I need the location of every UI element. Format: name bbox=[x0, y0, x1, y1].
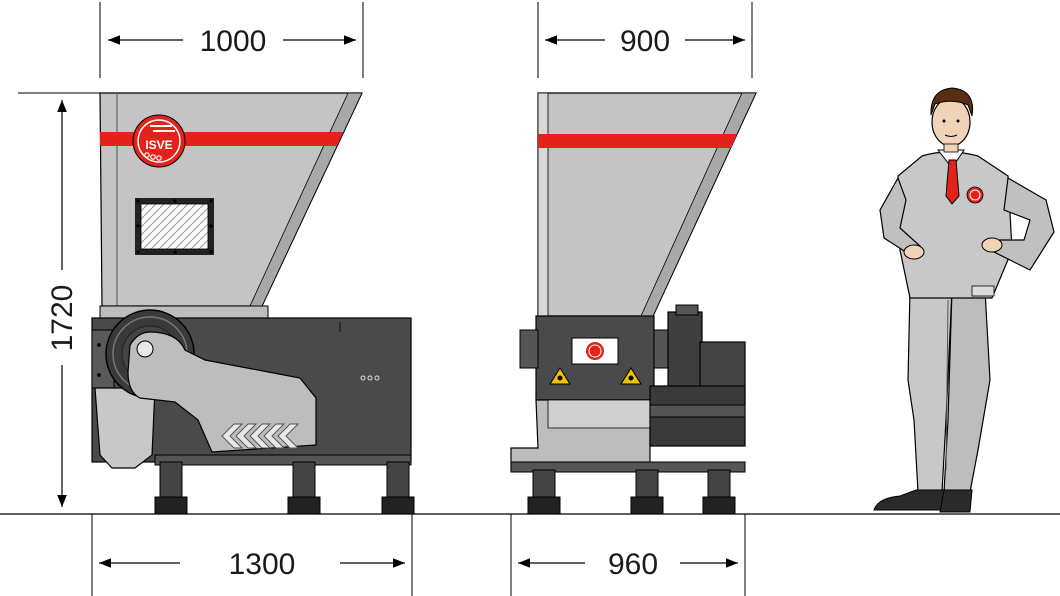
dimension-height: 1720 bbox=[18, 92, 102, 515]
front-view-machine: ISVE bbox=[91, 92, 415, 515]
worker-scale-figure bbox=[873, 87, 1055, 513]
side-red-stripe bbox=[538, 134, 737, 148]
dimension-label-1720: 1720 bbox=[46, 285, 79, 352]
dimension-base-front: 1300 bbox=[91, 514, 413, 596]
dimension-label-1000: 1000 bbox=[200, 25, 267, 58]
dimension-label-1300: 1300 bbox=[229, 548, 296, 581]
dimension-top-side: 900 bbox=[537, 2, 753, 78]
dimension-label-900: 900 bbox=[620, 25, 670, 58]
gear-guard bbox=[127, 331, 317, 453]
dimension-top-front: 1000 bbox=[99, 2, 364, 78]
svg-text:ISVE: ISVE bbox=[145, 138, 172, 152]
side-view-machine bbox=[510, 92, 757, 515]
isve-logo-front: ISVE bbox=[132, 114, 186, 168]
front-discharge-chute bbox=[94, 387, 156, 469]
chevron-arrows-icon bbox=[221, 423, 300, 449]
side-legs bbox=[527, 469, 736, 515]
dimension-base-side: 960 bbox=[510, 514, 746, 596]
side-hopper bbox=[537, 92, 757, 317]
dimension-label-960: 960 bbox=[608, 548, 658, 581]
front-legs bbox=[154, 461, 415, 515]
isve-logo-worker bbox=[966, 186, 984, 204]
gear-motor bbox=[667, 311, 703, 388]
warning-icon bbox=[549, 367, 642, 385]
